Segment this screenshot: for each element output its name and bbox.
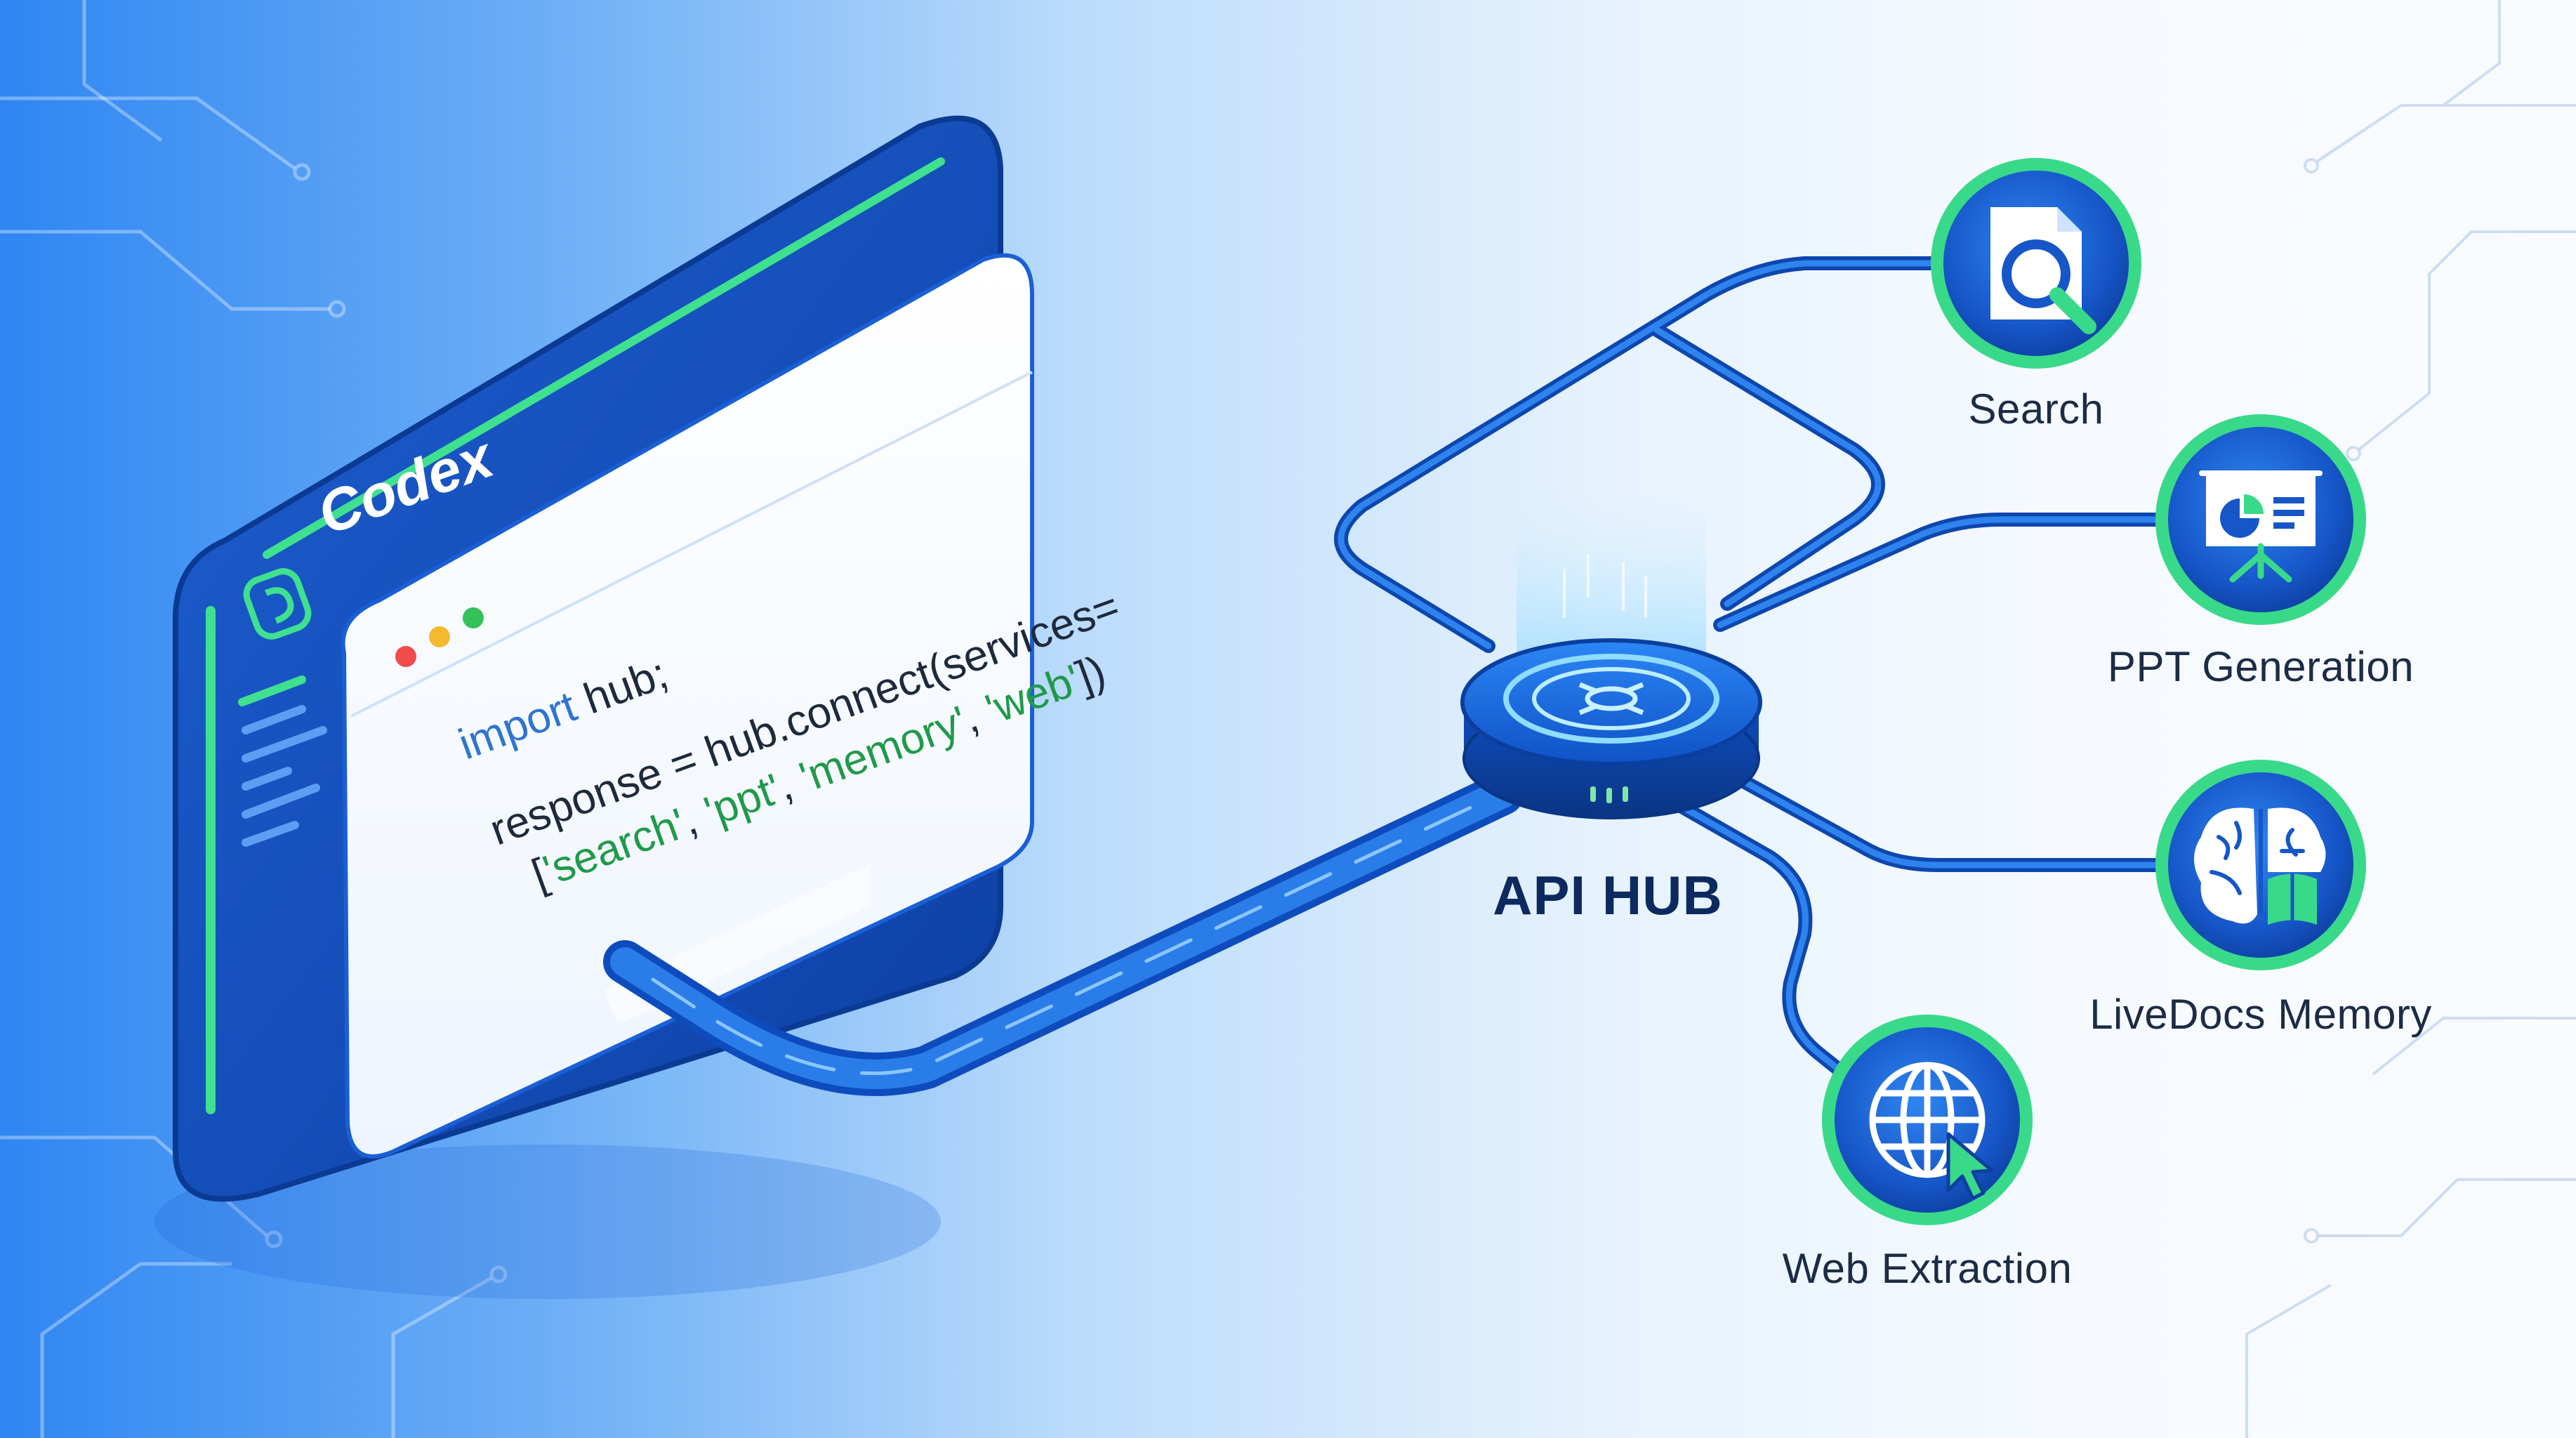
- globe-cursor-icon: [1869, 1062, 1986, 1178]
- minimize-dot[interactable]: [429, 626, 450, 647]
- brain-book-icon: [2194, 807, 2326, 925]
- presentation-board-icon: [2199, 470, 2323, 583]
- service-label-search: Search: [1968, 385, 2104, 433]
- maximize-dot[interactable]: [463, 607, 484, 628]
- search-document-icon: [1990, 207, 2096, 334]
- hub-label: API HUB: [1493, 864, 1723, 926]
- service-web-extraction[interactable]: [1822, 1015, 2033, 1225]
- code-line-1: import hub;: [452, 649, 674, 770]
- hub-core-icon: [1578, 682, 1644, 715]
- background-circuit-traces: [0, 0, 508, 1438]
- brand-logo-icon: [243, 568, 312, 640]
- service-ppt-generation[interactable]: [2155, 414, 2366, 625]
- close-dot[interactable]: [395, 646, 416, 667]
- cursor-icon: [1946, 1132, 1994, 1201]
- api-hub[interactable]: [1460, 484, 1762, 819]
- service-search[interactable]: [1931, 158, 2141, 369]
- service-livedocs-memory[interactable]: [2155, 760, 2366, 970]
- code-token: import: [452, 682, 583, 770]
- monitor-sidebar-lines: [242, 705, 327, 847]
- service-label-ppt: PPT Generation: [2107, 643, 2415, 690]
- service-label-web: Web Extraction: [1782, 1245, 2073, 1292]
- main-cable: [603, 772, 1524, 1096]
- service-label-memory: LiveDocs Memory: [2089, 991, 2432, 1038]
- background-circuit-traces-right: [2245, 0, 2576, 1438]
- window-controls: [395, 607, 484, 667]
- service-connectors: [1334, 256, 2169, 1088]
- code-token: hub;: [566, 649, 674, 728]
